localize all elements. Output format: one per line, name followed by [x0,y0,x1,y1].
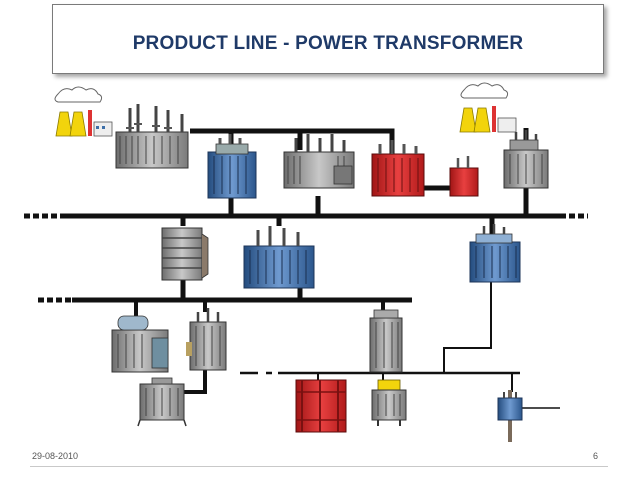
transformer-icon [137,377,187,427]
footer-date: 29-08-2010 [32,451,79,461]
footer-divider [30,466,608,467]
pole-mounted-transformer-icon [497,390,523,442]
title-box: PRODUCT LINE - POWER TRANSFORMER [52,4,604,74]
transformer-icon [283,134,355,189]
blue-transformer-icon [469,224,521,283]
blue-transformer-icon [243,226,315,289]
generator-step-up-transformer-icon [115,104,189,169]
red-transformer-icon [449,156,479,197]
slide-title: PRODUCT LINE - POWER TRANSFORMER [132,33,524,54]
distribution-transformer-icon [371,379,407,426]
transformer-icon [111,315,169,373]
sec-drop-3 [178,360,207,394]
power-plant-right-icon [459,82,517,133]
transformer-icon [369,309,403,373]
dry-type-transformer-icon [295,379,347,433]
red-transformer-icon [371,140,425,197]
transformer-icon [503,130,549,189]
page-number: 6 [593,451,599,461]
power-plant-left-icon [54,86,113,137]
right-thin-drop [443,278,492,372]
transformer-icon [186,308,227,371]
transformer-icon [161,227,209,281]
transformer-icon [207,134,257,199]
